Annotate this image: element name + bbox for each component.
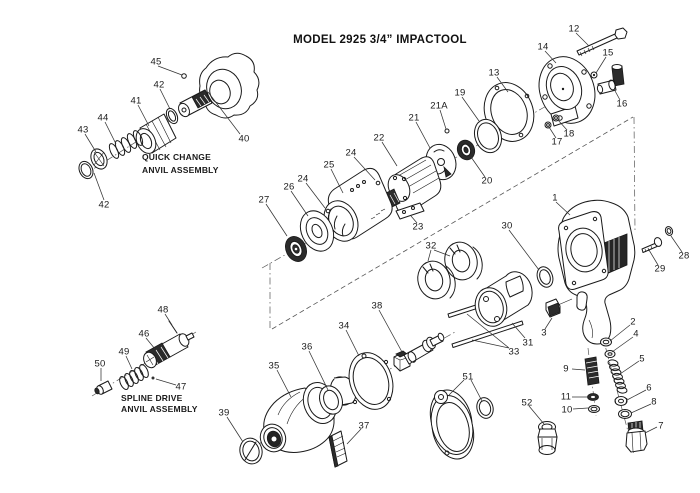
part-label-10: 10 — [561, 404, 573, 416]
diagram-title: MODEL 2925 3/4” IMPACTOOL — [293, 34, 467, 46]
part-label-48: 48 — [157, 304, 169, 316]
spline-drive-caption-line2: ANVIL ASSEMBLY — [121, 404, 198, 414]
part-label-28: 28 — [678, 250, 690, 262]
hammer-cage-drawing — [417, 241, 554, 348]
part-label-44: 44 — [97, 112, 109, 124]
part-label-9: 9 — [563, 363, 569, 375]
part-label-31: 31 — [522, 337, 534, 349]
part-label-25: 25 — [323, 159, 335, 171]
part-label-16: 16 — [616, 98, 628, 110]
part-label-39: 39 — [218, 407, 230, 419]
part-label-35: 35 — [268, 360, 280, 372]
throttle-parts-drawing — [584, 337, 648, 453]
part-label-24-lower: 24 — [297, 173, 309, 185]
part-label-29: 29 — [654, 263, 666, 275]
quick-change-anvil-assembly-drawing — [78, 52, 260, 180]
quick-change-caption-line1: QUICK CHANGE — [142, 152, 211, 162]
part-label-46: 46 — [138, 328, 150, 340]
part-label-43: 43 — [77, 124, 89, 136]
part-label-19: 19 — [454, 87, 466, 99]
part-label-34: 34 — [338, 320, 350, 332]
part-label-26: 26 — [283, 181, 295, 193]
part-label-18: 18 — [563, 128, 575, 140]
part-label-27: 27 — [258, 194, 270, 206]
part-label-52: 52 — [521, 397, 533, 409]
part-label-32: 32 — [425, 240, 437, 252]
part-label-20: 20 — [481, 175, 493, 187]
quick-change-caption-line2: ANVIL ASSEMBLY — [142, 165, 219, 175]
spline-drive-caption-line1: SPLINE DRIVE — [121, 393, 183, 403]
part-label-6: 6 — [646, 382, 652, 394]
part-label-50: 50 — [94, 358, 106, 370]
part-label-22: 22 — [373, 132, 385, 144]
part-label-21: 21 — [408, 112, 420, 124]
part-label-51: 51 — [462, 371, 474, 383]
front-plate-chain-drawing — [425, 27, 628, 181]
part-label-42-bottom: 42 — [98, 199, 110, 211]
part-label-1: 1 — [552, 192, 558, 204]
part-label-40: 40 — [238, 133, 250, 145]
part-label-14: 14 — [537, 41, 549, 53]
hammer-case-chain-drawing — [239, 332, 558, 468]
part-label-12: 12 — [568, 23, 580, 35]
leader-lines — [84, 32, 683, 445]
part-label-8: 8 — [651, 396, 657, 408]
part-label-38: 38 — [371, 300, 383, 312]
part-label-2: 2 — [630, 316, 636, 328]
part-label-13: 13 — [488, 67, 500, 79]
part-label-42-top: 42 — [153, 79, 165, 91]
part-label-4: 4 — [633, 328, 639, 340]
part-label-7: 7 — [658, 420, 664, 432]
part-label-17: 17 — [551, 136, 563, 148]
spline-drive-anvil-assembly-drawing — [94, 320, 195, 395]
part-label-47: 47 — [175, 381, 187, 393]
part-label-21A: 21A — [430, 100, 448, 112]
part-label-11: 11 — [560, 391, 572, 403]
part-label-45: 45 — [150, 56, 162, 68]
part-label-15: 15 — [602, 47, 614, 59]
cylinder-drawing — [285, 167, 393, 262]
motor-housing-drawing — [545, 199, 674, 345]
part-label-36: 36 — [301, 341, 313, 353]
part-label-3: 3 — [541, 327, 547, 339]
part-label-49: 49 — [118, 346, 130, 358]
part-label-30: 30 — [501, 220, 513, 232]
part-label-24-upper: 24 — [345, 147, 357, 159]
part-label-41: 41 — [130, 95, 142, 107]
part-label-23: 23 — [412, 221, 424, 233]
part-label-5: 5 — [639, 353, 645, 365]
part-label-37: 37 — [358, 420, 370, 432]
part-label-33: 33 — [508, 346, 520, 358]
